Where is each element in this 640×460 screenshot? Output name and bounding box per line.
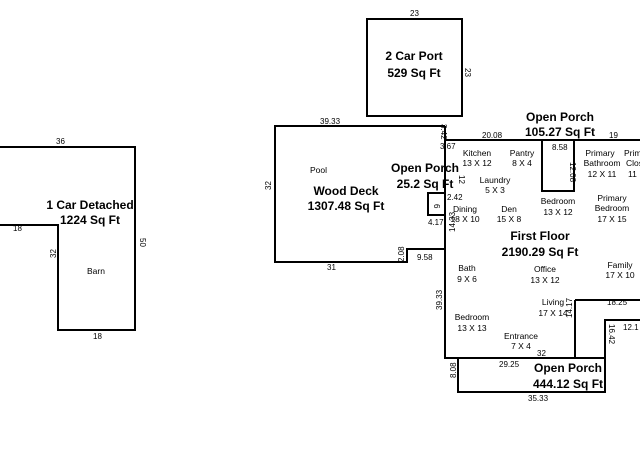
carport-title: 2 Car Port <box>385 49 442 63</box>
first-floor-area: 2190.29 Sq Ft <box>502 245 579 259</box>
barn-dim-bottom: 18 <box>93 332 102 341</box>
porch-small-dim-c: 2.42 <box>447 193 463 202</box>
deck-outline <box>274 125 445 263</box>
room-primary-bath-name: Primary <box>585 148 615 158</box>
carport-area: 529 Sq Ft <box>387 66 440 80</box>
room-laundry-size: 5 X 3 <box>485 185 505 195</box>
porch-bottom-dim-b: 32 <box>537 349 546 358</box>
room-dining-name: Dining <box>453 204 477 214</box>
deck-dim-bottom: 31 <box>327 263 336 272</box>
carport-dim-top: 23 <box>410 9 419 18</box>
barn-dim-inner-left: 32 <box>49 249 58 258</box>
room-kitchen-name: Kitchen <box>463 148 492 158</box>
porch-bottom-dim-e: 16.42 <box>607 324 616 345</box>
barn-room-label: Barn <box>87 266 105 276</box>
porch-top-dim-b: 3.67 <box>440 142 456 151</box>
porch-small-outline <box>427 192 445 216</box>
porch-top-dim-d: 19 <box>609 131 618 140</box>
ff-dim-left-c: 39.33 <box>435 289 444 310</box>
wood-deck: 39.33 32 31 2.08 9.58 Pool Wood Deck 130… <box>264 117 445 272</box>
room-bedroom-lower-size: 13 X 13 <box>457 323 487 333</box>
room-bath-name: Bath <box>458 263 476 273</box>
porch-top-dim-e: 8.58 <box>552 143 568 152</box>
porch-top-dim-a: 3.42 <box>439 124 448 140</box>
room-entrance-name: Entrance <box>504 331 538 341</box>
room-dining-size: 18 X 10 <box>450 214 480 224</box>
room-family-size: 17 X 10 <box>605 270 635 280</box>
room-bath-size: 9 X 6 <box>457 274 477 284</box>
room-primary-bath-size: 12 X 11 <box>588 169 617 179</box>
room-den-name: Den <box>501 204 517 214</box>
deck-title: Wood Deck <box>313 184 378 198</box>
carport-outline <box>366 18 463 117</box>
room-primary-bedroom-name2: Bedroom <box>595 203 630 213</box>
room-pantry-size: 8 X 4 <box>512 158 532 168</box>
carport: 23 23 2 Car Port 529 Sq Ft <box>366 9 472 117</box>
room-primary-closet-size: 11 <box>628 169 637 179</box>
barn-dim-inner-top: 18 <box>13 224 22 233</box>
porch-bottom-dim-c: 35.33 <box>528 394 549 403</box>
carport-dim-right: 23 <box>463 68 472 77</box>
porch-small-dim-b: 4.17 <box>428 218 444 227</box>
deck-pool-label: Pool <box>310 165 327 175</box>
room-office-size: 13 X 12 <box>530 275 560 285</box>
room-bedroom-upper-size: 13 X 12 <box>543 207 573 217</box>
room-primary-bath-name2: Bathroom <box>584 158 621 168</box>
porch-top-title: Open Porch <box>526 110 594 124</box>
room-den-size: 15 X 8 <box>497 214 522 224</box>
deck-dim-left: 32 <box>264 181 273 190</box>
room-primary-closet-name2: Clos <box>626 158 640 168</box>
deck-dim-ext: 9.58 <box>417 253 433 262</box>
deck-dim-top: 39.33 <box>320 117 341 126</box>
room-entrance-size: 7 X 4 <box>511 341 531 351</box>
porch-small-dim-a: 6 <box>432 204 441 209</box>
room-laundry-name: Laundry <box>480 175 511 185</box>
deck-dim-step: 2.08 <box>397 246 406 262</box>
barn-title: 1 Car Detached <box>46 198 133 212</box>
porch-bottom-area: 444.12 Sq Ft <box>533 377 603 391</box>
barn-dim-top: 36 <box>56 137 65 146</box>
ff-dim-left-b: 14.33 <box>448 211 457 232</box>
porch-small-title: Open Porch <box>391 161 459 175</box>
porch-small: 6 4.17 2.42 Open Porch 25.2 Sq Ft <box>391 161 463 227</box>
barn-dim-right: 50 <box>138 238 147 247</box>
room-bedroom-lower-name: Bedroom <box>455 312 490 322</box>
room-primary-bedroom-name: Primary <box>597 193 627 203</box>
room-primary-closet-name: Primar <box>624 148 640 158</box>
room-living-size: 17 X 14 <box>538 308 568 318</box>
barn-structure: 36 50 18 32 18 1 Car Detached 1224 Sq Ft… <box>0 137 147 341</box>
porch-bottom-dim-d: 8.08 <box>449 362 458 378</box>
room-family-name: Family <box>607 260 633 270</box>
ff-dim-right-b: 12.1 <box>623 323 639 332</box>
ff-dim-left-a: 12 <box>457 175 466 184</box>
room-bedroom-upper-name: Bedroom <box>541 196 576 206</box>
porch-top-dim-c: 20.08 <box>482 131 503 140</box>
room-primary-bedroom-size: 17 X 15 <box>597 214 627 224</box>
first-floor: 3.42 3.67 20.08 19 8.58 12.08 Open Porch… <box>435 110 640 359</box>
barn-outline <box>0 146 136 331</box>
porch-bottom-dim-f: 14.17 <box>565 297 574 318</box>
pantry-bump-outline <box>541 140 575 192</box>
porch-bottom: 29.25 32 35.33 8.08 16.42 14.17 Open Por… <box>449 297 616 403</box>
deck-area: 1307.48 Sq Ft <box>308 199 385 213</box>
room-pantry-name: Pantry <box>510 148 535 158</box>
porch-small-area: 25.2 Sq Ft <box>397 177 454 191</box>
barn-area: 1224 Sq Ft <box>60 213 120 227</box>
porch-top-area: 105.27 Sq Ft <box>525 125 595 139</box>
ff-dim-right-a: 18.25 <box>607 298 628 307</box>
porch-bottom-dim-a: 29.25 <box>499 360 520 369</box>
porch-bottom-title: Open Porch <box>534 361 602 375</box>
room-kitchen-size: 13 X 12 <box>462 158 492 168</box>
room-office-name: Office <box>534 264 556 274</box>
porch-top-dim-f: 12.08 <box>568 162 577 183</box>
room-living-name: Living <box>542 297 564 307</box>
first-floor-title: First Floor <box>510 229 570 243</box>
